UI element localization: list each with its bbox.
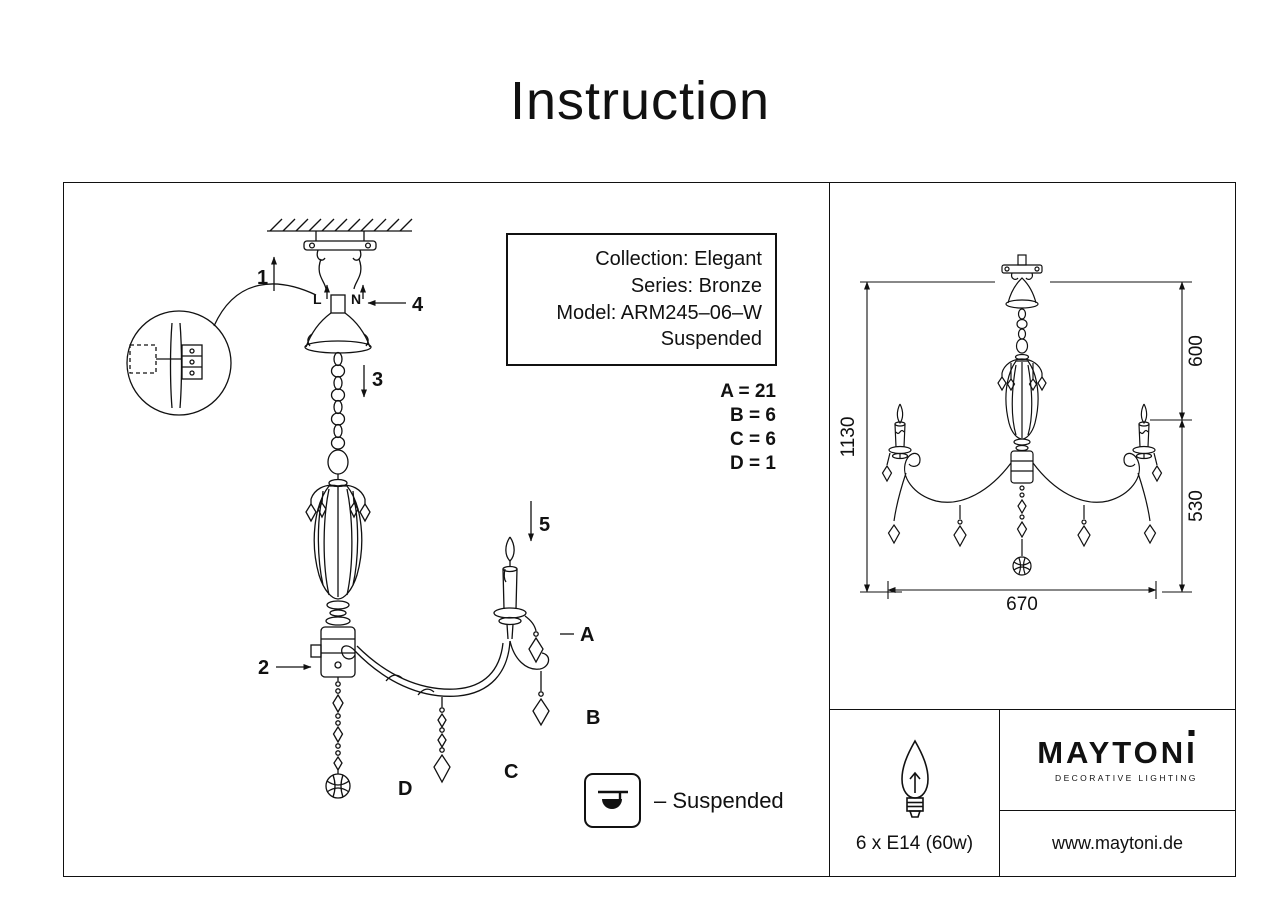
parts-item-d: D = 1 xyxy=(730,453,776,475)
dim-total-height: 1130 xyxy=(838,417,859,458)
crystal-label-b: B xyxy=(586,707,600,729)
info-mount: Suspended xyxy=(660,328,762,351)
crystal-c xyxy=(433,697,451,784)
brand-url: www.maytoni.de xyxy=(1051,833,1184,853)
bottom-finial xyxy=(325,677,351,799)
crystal-label-d: D xyxy=(398,778,412,800)
scroll-arm xyxy=(341,640,550,697)
supply-wires xyxy=(318,258,366,299)
product-info-box: Collection: Elegant Series: Bronze Model… xyxy=(506,233,777,366)
crystal-a xyxy=(524,615,574,664)
bulb-spec-cell: 6 x E14 (60w) xyxy=(830,710,1000,876)
wire-label-l: L xyxy=(313,291,322,307)
callout-4: 4 xyxy=(412,294,424,316)
mount-type-label: – Suspended xyxy=(654,787,784,813)
dim-width: 670 xyxy=(1006,594,1038,615)
info-model: Model: ARM245–06–W xyxy=(556,301,762,324)
dim-lower-height: 530 xyxy=(1186,490,1207,522)
main-frame: 1 L N 4 3 5 2 A B C D Collection: Elegan… xyxy=(63,182,1236,877)
wiring-detail xyxy=(126,283,317,416)
dimension-lines xyxy=(860,281,1192,599)
candle xyxy=(493,536,527,640)
info-series: Series: Bronze xyxy=(630,274,762,297)
dimensions-area: 1130 600 530 670 xyxy=(830,183,1235,709)
page-title: Instruction xyxy=(509,71,771,131)
crystal-label-a: A xyxy=(580,624,594,646)
chandelier-front-view xyxy=(881,254,1163,576)
callout-5: 5 xyxy=(539,514,550,536)
logo-text: MAYTON xyxy=(1037,735,1187,770)
mount-type-row: – Suspended xyxy=(584,773,784,828)
parts-item-c: C = 6 xyxy=(730,429,776,451)
assembly-diagram: 1 L N 4 3 5 2 A B C D xyxy=(126,218,600,800)
central-column xyxy=(313,478,363,626)
arm-hub xyxy=(310,626,356,678)
bulb-icon xyxy=(900,739,929,818)
dim-upper-height: 600 xyxy=(1186,335,1207,367)
callout-2: 2 xyxy=(258,657,269,679)
mounting-plate xyxy=(303,231,377,261)
parts-list: A = 21 B = 6 C = 6 D = 1 xyxy=(720,380,776,477)
callout-3: 3 xyxy=(372,369,383,391)
crystal-label-c: C xyxy=(504,761,518,783)
logo-last-letter: I xyxy=(1186,730,1198,768)
parts-item-b: B = 6 xyxy=(730,405,776,427)
spec-panel: 1130 600 530 670 xyxy=(830,183,1235,876)
bulb-spec-text: 6 x E14 (60w) xyxy=(855,833,974,854)
assembly-panel: 1 L N 4 3 5 2 A B C D Collection: Elegan… xyxy=(64,183,830,876)
crystal-b xyxy=(532,671,550,727)
dimension-diagram: 1130 600 530 670 xyxy=(838,254,1207,615)
parts-item-a: A = 21 xyxy=(720,381,776,402)
ceiling xyxy=(267,218,413,232)
chain xyxy=(327,351,349,480)
suspended-lamp-icon xyxy=(584,773,641,828)
wire-label-n: N xyxy=(351,291,361,307)
logo-square-dot-icon xyxy=(1188,730,1195,736)
brand-tagline: DECORATIVE LIGHTING xyxy=(1055,773,1198,783)
info-collection: Collection: Elegant xyxy=(595,248,762,271)
callout-1: 1 xyxy=(257,267,268,289)
